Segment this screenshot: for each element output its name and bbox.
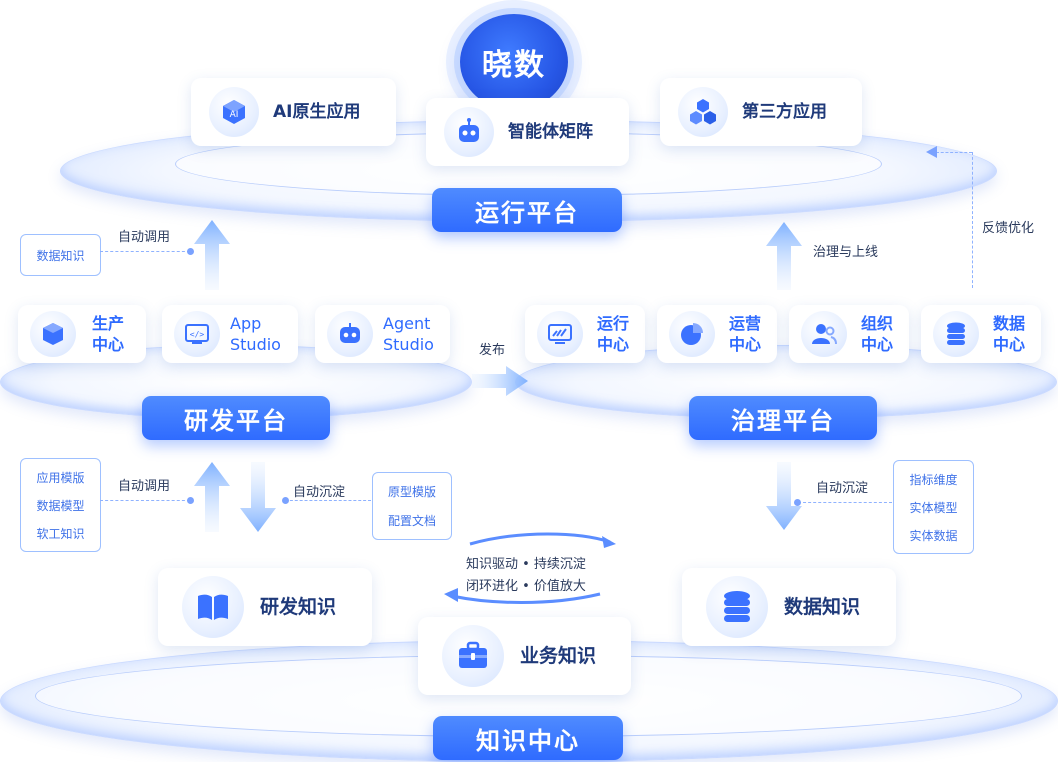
book-icon (182, 576, 244, 638)
tag-item: 数据知识 (36, 248, 85, 263)
up-arrow-knowledge-to-dev (194, 462, 230, 532)
down-arrow-dev-to-knowledge (240, 462, 276, 532)
dev-card-app-studio[interactable]: </> App Studio (162, 305, 298, 363)
top-app-agent-matrix[interactable]: 智能体矩阵 (426, 98, 629, 166)
note-cycle-line2: 闭环进化 • 价值放大 (466, 579, 586, 594)
top-app-label: 智能体矩阵 (508, 122, 593, 142)
note-auto-settle-right: 自动沉淀 (816, 481, 869, 496)
gov-card-run-center[interactable]: 运行 中心 (525, 305, 645, 363)
cycle-arrows (444, 532, 616, 604)
note-publish: 发布 (479, 343, 506, 358)
up-arrow-gov-to-run (766, 222, 802, 290)
right-arrow-publish (472, 366, 528, 396)
logo-title: 晓数 (482, 48, 546, 83)
connector-dot (794, 499, 801, 506)
tag-item: 实体模型 (909, 500, 958, 515)
gov-card-label: 运营 中心 (729, 314, 762, 354)
tag-box-bottom-left: 应用模版 数据模型 软工知识 (20, 458, 101, 552)
cube-ai-icon: AI (209, 87, 259, 137)
connector-dot (187, 248, 194, 255)
top-app-third-party[interactable]: 第三方应用 (660, 78, 862, 146)
robot-icon (327, 311, 373, 357)
dev-card-label: App Studio (230, 314, 281, 354)
run-platform-banner: 运行平台 (432, 188, 622, 232)
note-auto-settle-left: 自动沉淀 (293, 485, 346, 500)
briefcase-icon (442, 625, 504, 687)
pie-chart-icon (669, 311, 715, 357)
top-app-label: AI原生应用 (273, 102, 361, 122)
gov-card-label: 组织 中心 (861, 314, 894, 354)
knowledge-card-dev[interactable]: 研发知识 (158, 568, 372, 646)
svg-text:AI: AI (230, 110, 239, 120)
connector-feedback-horizontal (936, 152, 972, 153)
code-window-icon: </> (174, 311, 220, 357)
connector-bottom-right (798, 502, 892, 503)
tag-item: 应用模版 (36, 470, 85, 485)
tag-item: 软工知识 (36, 526, 85, 541)
tag-box-bottom-mid: 原型模版 配置文档 (372, 472, 452, 540)
box-icon (30, 311, 76, 357)
note-auto-call-top: 自动调用 (118, 230, 171, 245)
monitor-chart-icon (537, 311, 583, 357)
connector-bottom-mid (285, 500, 371, 501)
knowledge-card-label: 业务知识 (520, 645, 597, 667)
up-arrow-dev-to-run (194, 220, 230, 290)
dev-card-label: 生产 中心 (92, 314, 125, 354)
gov-card-data-center[interactable]: 数据 中心 (921, 305, 1041, 363)
knowledge-card-data[interactable]: 数据知识 (682, 568, 896, 646)
gov-card-label: 数据 中心 (993, 314, 1026, 354)
tag-box-top-left: 数据知识 (20, 234, 101, 276)
tag-box-bottom-right: 指标维度 实体模型 实体数据 (893, 460, 974, 554)
dev-card-agent-studio[interactable]: Agent Studio (315, 305, 450, 363)
knowledge-card-business[interactable]: 业务知识 (418, 617, 631, 695)
tag-item: 指标维度 (909, 472, 958, 487)
robot-icon (444, 107, 494, 157)
gov-card-org-center[interactable]: 组织 中心 (789, 305, 909, 363)
tag-item: 原型模版 (387, 485, 436, 499)
dev-platform-banner: 研发平台 (142, 396, 330, 440)
note-launch: 治理与上线 (813, 245, 879, 260)
knowledge-card-label: 研发知识 (260, 596, 337, 618)
database-icon (933, 311, 979, 357)
tag-item: 数据模型 (36, 498, 85, 513)
tag-item: 实体数据 (909, 528, 958, 543)
note-auto-call-bottom: 自动调用 (118, 479, 171, 494)
top-app-label: 第三方应用 (742, 102, 827, 122)
connector-top-left (100, 251, 190, 252)
connector-dot (187, 497, 194, 504)
gov-card-ops-center[interactable]: 运营 中心 (657, 305, 777, 363)
top-app-ai-native[interactable]: AI AI原生应用 (191, 78, 396, 146)
gov-card-label: 运行 中心 (597, 314, 630, 354)
dev-card-label: Agent Studio (383, 314, 434, 354)
tag-item: 配置文档 (387, 514, 436, 528)
logo-badge: 晓数 (460, 14, 568, 110)
knowledge-center-banner: 知识中心 (433, 716, 623, 760)
connector-dot (282, 497, 289, 504)
gov-platform-banner: 治理平台 (689, 396, 877, 440)
database-icon (706, 576, 768, 638)
knowledge-card-label: 数据知识 (784, 596, 861, 618)
users-icon (801, 311, 847, 357)
svg-text:</>: </> (190, 330, 205, 339)
dev-card-production[interactable]: 生产 中心 (18, 305, 146, 363)
down-arrow-gov-to-knowledge (766, 462, 802, 530)
connector-bottom-left (100, 500, 190, 501)
note-feedback: 反馈优化 (982, 221, 1035, 236)
note-cycle-line1: 知识驱动 • 持续沉淀 (466, 557, 586, 572)
cubes-icon (678, 87, 728, 137)
feedback-arrowhead (926, 146, 937, 158)
connector-feedback-vertical (972, 152, 973, 288)
